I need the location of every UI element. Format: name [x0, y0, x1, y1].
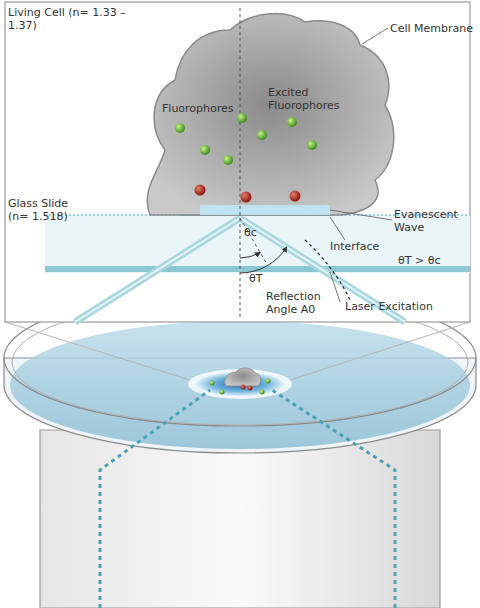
slide-heading: Glass Slide (n= 1.518): [8, 197, 88, 223]
membrane-label: Cell Membrane: [390, 22, 473, 35]
angle-label: θT: [249, 272, 262, 285]
angle-condition: θT > θc: [398, 254, 440, 267]
cell-heading: Living Cell (n= 1.33 – 1.37): [8, 6, 140, 32]
evanescent-label: Evanescent Wave: [394, 208, 469, 234]
angle-label: θc: [244, 226, 257, 239]
reflection-label: Reflection Angle A0: [266, 290, 338, 316]
laser-label: Laser Excitation: [345, 300, 433, 313]
interface-label: Interface: [330, 240, 379, 253]
excited-label: Excited Fluorophores: [268, 86, 353, 112]
cell-shape: Living Cell (n= 1.33 – 1.37)Fluorophores…: [150, 10, 395, 215]
fluorophore-label: Fluorophores: [162, 102, 234, 115]
